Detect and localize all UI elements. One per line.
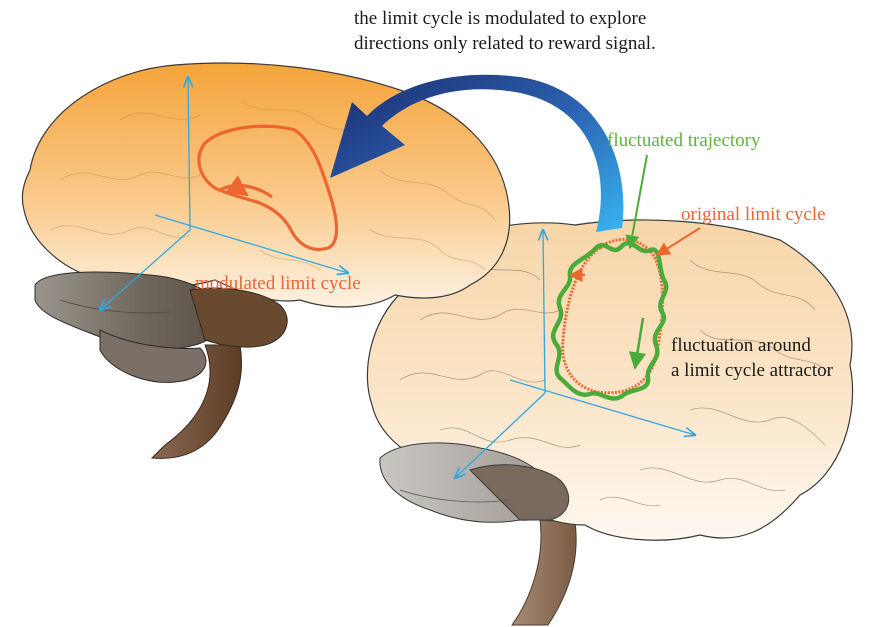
caption-line-2: directions only related to reward signal…	[354, 31, 656, 56]
caption-line-1: the limit cycle is modulated to explore	[354, 6, 656, 31]
right-brainstem	[512, 520, 576, 625]
top-caption: the limit cycle is modulated to explore …	[354, 6, 656, 56]
fluctuation-line-1: fluctuation around	[671, 333, 833, 358]
fluctuated-trajectory-label: fluctuated trajectory	[607, 128, 761, 153]
modulated-limit-cycle-label: modulated limit cycle	[195, 271, 361, 296]
fluctuation-label: fluctuation around a limit cycle attract…	[671, 333, 833, 383]
original-limit-cycle-label: original limit cycle	[681, 202, 826, 227]
fluctuation-line-2: a limit cycle attractor	[671, 358, 833, 383]
